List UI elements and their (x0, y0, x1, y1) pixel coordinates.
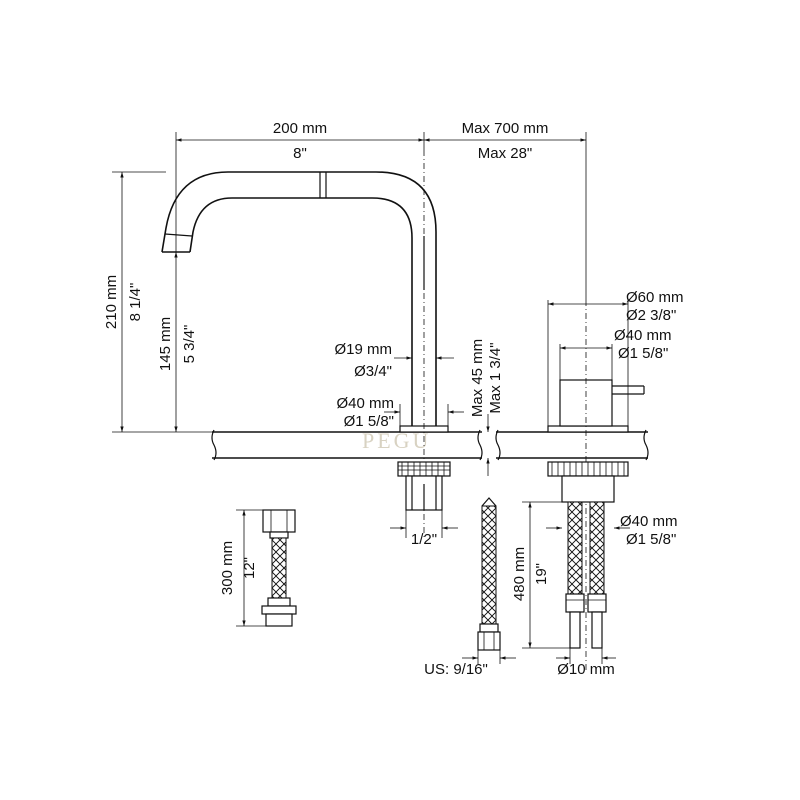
outlet-height-in-label: 5 3/4" (181, 325, 198, 364)
mixer-handle (547, 300, 645, 672)
dimension-lines (112, 132, 630, 664)
handle-diameter-in-label: Ø1 5/8" (618, 345, 668, 362)
rose-diameter-in-label: Ø2 3/8" (626, 307, 676, 324)
long-hose-in-label: 19" (533, 563, 550, 585)
max-reach-mm-label: Max 700 mm (462, 120, 549, 137)
base-diameter-mm-label: Ø40 mm (336, 395, 394, 412)
deck-thickness-in-label: Max 1 3/4" (487, 342, 504, 413)
dimension-labels: 200 mm 8" Max 700 mm Max 28" 210 mm 8 1/… (103, 120, 684, 678)
spout-reach-mm-label: 200 mm (273, 120, 327, 137)
pipe-diameter-label: Ø10 mm (557, 661, 615, 678)
short-hose-in-label: 12" (241, 557, 258, 579)
max-reach-in-label: Max 28" (478, 145, 533, 162)
valve-body (547, 461, 629, 649)
spout (161, 150, 449, 540)
long-hose-mm-label: 480 mm (511, 547, 528, 601)
spout-shank (397, 461, 451, 511)
rose-diameter-mm-label: Ø60 mm (626, 289, 684, 306)
hose-thread-label: US: 9/16" (424, 661, 488, 678)
spout-diameter-mm-label: Ø19 mm (334, 341, 392, 358)
outlet-height-mm-label: 145 mm (157, 317, 174, 371)
total-height-in-label: 8 1/4" (127, 283, 144, 322)
total-height-mm-label: 210 mm (103, 275, 120, 329)
handle-diameter-mm-label: Ø40 mm (614, 327, 672, 344)
valve-body-diameter-mm-label: Ø40 mm (620, 513, 678, 530)
short-hose-mm-label: 300 mm (219, 541, 236, 595)
valve-body-diameter-in-label: Ø1 5/8" (626, 531, 676, 548)
deck-thickness-mm-label: Max 45 mm (469, 339, 486, 417)
base-diameter-in-label: Ø1 5/8" (344, 413, 394, 430)
shank-thread-label: 1/2" (411, 531, 437, 548)
short-hose (261, 509, 297, 627)
long-hose (477, 497, 501, 651)
spout-reach-in-label: 8" (293, 145, 307, 162)
spout-diameter-in-label: Ø3/4" (354, 363, 392, 380)
